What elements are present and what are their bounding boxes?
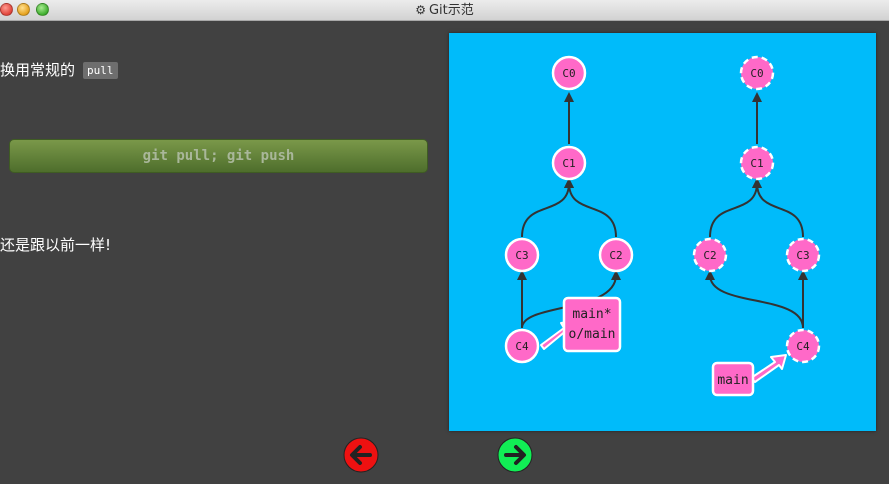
window-title: ⚙Git示范 — [0, 0, 889, 21]
edge-c3-c1-right — [752, 178, 804, 238]
instruction-line-1: 换用常规的 pull — [0, 59, 118, 80]
left-graph-edges — [517, 92, 621, 329]
forward-button[interactable] — [497, 437, 533, 473]
branch-label-origin-main: o/main — [569, 327, 616, 342]
git-visualization-canvas: C0 C1 C3 C2 C4 main* o/main C0 — [449, 33, 876, 431]
git-graph-svg: C0 C1 C3 C2 C4 main* o/main C0 — [504, 55, 821, 397]
commit-label: C1 — [562, 157, 575, 170]
branch-label-box — [711, 361, 755, 397]
left-commit-c3[interactable]: C3 — [504, 237, 540, 273]
maximize-window-button[interactable] — [36, 3, 49, 16]
minimize-window-button[interactable] — [17, 3, 30, 16]
commit-label: C3 — [515, 249, 528, 262]
right-branch-pointer[interactable]: main — [711, 354, 787, 397]
right-graph-edges — [705, 92, 808, 329]
left-commit-c1[interactable]: C1 — [551, 145, 587, 181]
commit-label: C2 — [609, 249, 622, 262]
instruction-line-2: 还是跟以前一样! — [0, 236, 112, 254]
commit-label: C0 — [750, 67, 763, 80]
left-branch-pointer[interactable]: main* o/main — [540, 296, 622, 353]
commit-label: C3 — [796, 249, 809, 262]
edge-c4-c2-right — [705, 270, 804, 329]
inline-code-pull: pull — [83, 62, 118, 79]
right-commit-c1[interactable]: C1 — [739, 145, 775, 181]
commit-label: C0 — [562, 67, 575, 80]
left-commit-c2[interactable]: C2 — [598, 237, 634, 273]
commit-label: C4 — [796, 340, 810, 353]
instruction-text-1: 换用常规的 — [0, 61, 76, 79]
right-commit-c3[interactable]: C3 — [785, 237, 821, 273]
edge-c2-c1-right — [709, 178, 762, 238]
right-commit-c2[interactable]: C2 — [692, 237, 728, 273]
commit-label: C2 — [703, 249, 716, 262]
commit-label: C4 — [515, 340, 529, 353]
branch-label-main: main — [717, 373, 748, 388]
commit-label: C1 — [750, 157, 763, 170]
branch-arrow-icon — [750, 354, 787, 383]
branch-label-main: main* — [572, 307, 611, 322]
window-titlebar: ⚙Git示范 — [0, 0, 889, 21]
close-window-button[interactable] — [0, 3, 13, 16]
right-commit-c0[interactable]: C0 — [739, 55, 775, 91]
back-button[interactable] — [343, 437, 379, 473]
gear-icon: ⚙ — [415, 3, 426, 17]
right-commit-c4[interactable]: C4 — [785, 328, 821, 364]
left-commit-c0[interactable]: C0 — [551, 55, 587, 91]
arrow-left-icon — [343, 437, 379, 473]
command-box[interactable]: git pull; git push — [9, 139, 428, 173]
edge-c2-c1-left — [564, 178, 617, 238]
branch-label-box — [562, 296, 622, 353]
left-commit-c4[interactable]: C4 — [504, 328, 540, 364]
edge-c3-c1-left — [521, 178, 574, 238]
arrow-right-icon — [497, 437, 533, 473]
window-title-text: Git示范 — [428, 3, 474, 18]
